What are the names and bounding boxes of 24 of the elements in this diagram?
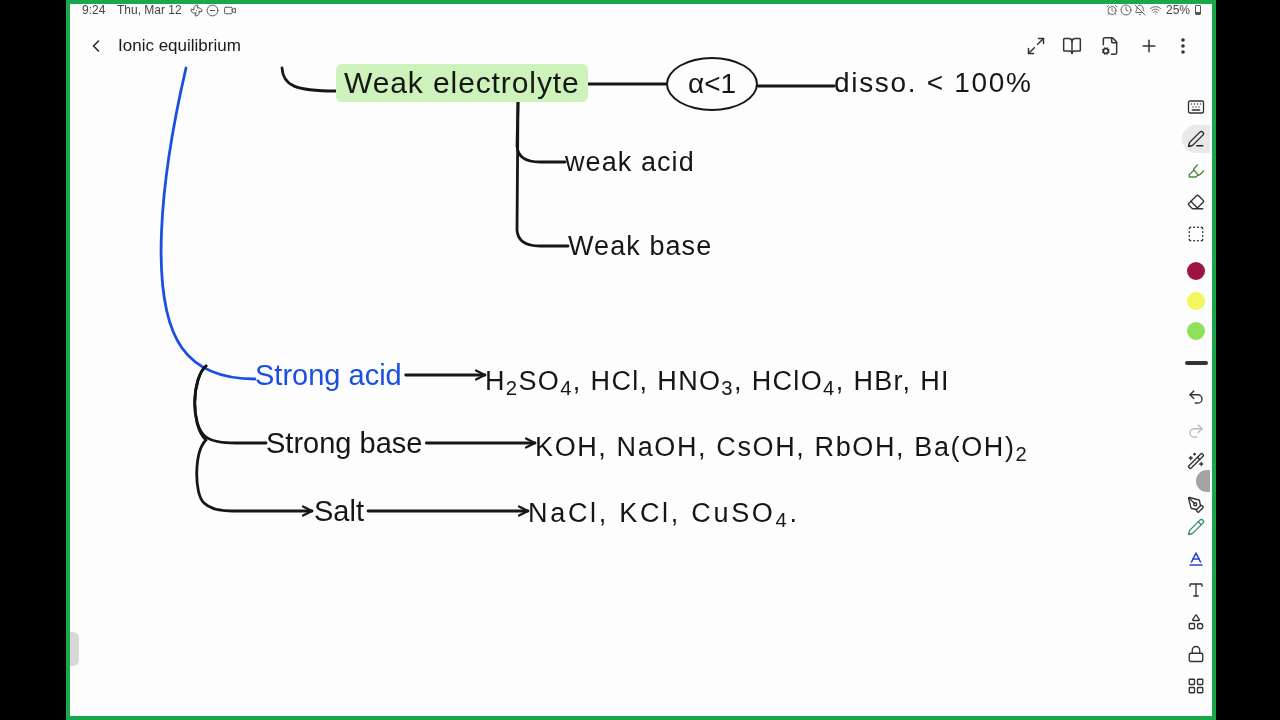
- status-time: 9:24: [82, 3, 106, 18]
- circled-term: α<1: [666, 57, 759, 111]
- note-title: Ionic equilibrium: [118, 35, 241, 57]
- handwritten-term: Strong acid: [255, 356, 402, 394]
- connector-line: [586, 82, 668, 86]
- handwritten-term: Salt: [314, 492, 364, 530]
- formula-list: NaCl, KCl, CuSO$_{4}$.: [528, 494, 800, 532]
- arrow: [193, 364, 314, 517]
- handwritten-term: weak acid: [565, 144, 695, 180]
- connector-line: [756, 84, 836, 88]
- formula-list: KOH, NaOH, CsOH, RbOH, Ba(OH)$_{2}$: [535, 428, 1029, 466]
- handwritten-term: Weak base: [568, 228, 713, 264]
- highlighted-term: Weak electrolyte: [336, 64, 588, 102]
- formula-list: H$_{2}$SO$_{4}$, HCl, HNO$_{3}$, HClO$_{4}$, HBr, HI: [485, 362, 950, 400]
- status-date: Thu, Mar 12: [117, 3, 182, 18]
- handwritten-term: Strong base: [266, 424, 423, 462]
- arrow: [425, 437, 537, 449]
- connector-line: [515, 100, 570, 248]
- connector-line: [159, 66, 257, 381]
- battery-percentage: 25%: [1166, 3, 1191, 18]
- handwritten-note: disso. < 100%: [834, 64, 1033, 102]
- connector-line: [280, 66, 338, 93]
- arrow: [404, 369, 487, 381]
- arrow: [366, 505, 530, 517]
